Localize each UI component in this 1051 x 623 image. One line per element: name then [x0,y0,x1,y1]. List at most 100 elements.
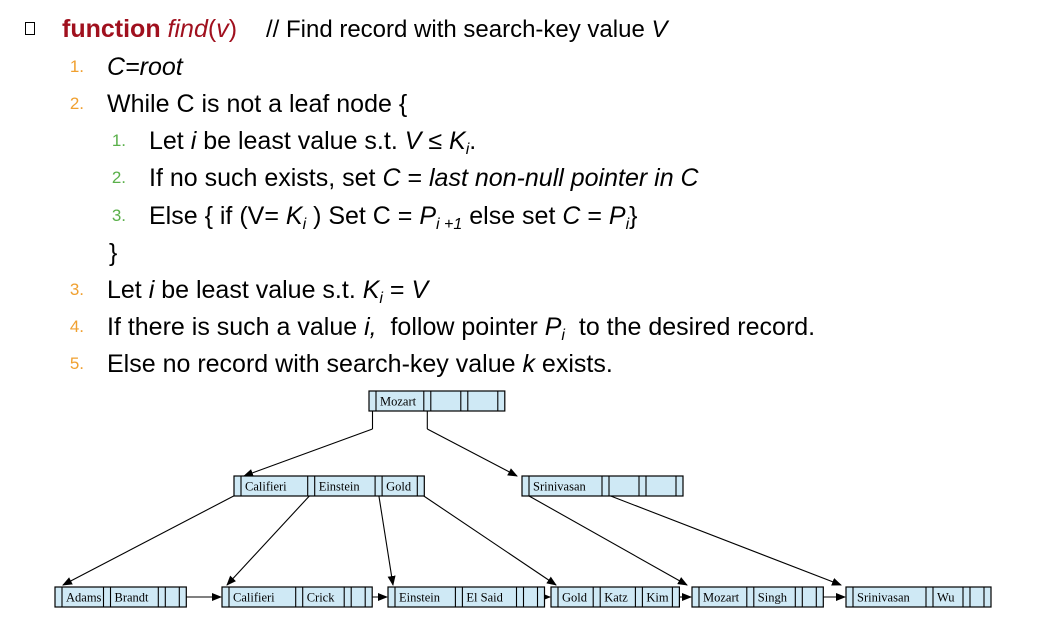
text-fragment: = [400,164,429,192]
leaf-node: Gold Katz Kim [550,586,680,608]
var-c: C [382,164,401,192]
comment: // Find record with search-key value V [266,16,668,43]
bullet-icon [25,22,35,35]
pointer-arrow [62,493,238,586]
node-key: Califieri [245,480,287,494]
text-fragment: If no such exists, set [149,164,383,192]
substep-2-text: If no such exists, set C = last non-null… [149,163,699,193]
text-fragment: = [382,276,412,304]
var-v: V [411,276,429,304]
text-fragment: . [469,127,477,155]
text-fragment: be least value s.t. [154,276,363,304]
node-key: Wu [937,591,955,605]
var-k: K [449,127,466,155]
node-key: Srinivasan [533,480,587,494]
node-key: Katz [604,591,628,605]
leaf-node: Mozart Singh [691,586,824,608]
var-i: i [148,276,155,304]
comment-prefix: // [265,16,280,43]
substep-number: 2. [111,168,126,187]
step-2-text: While C is not a leaf node { [107,90,408,118]
var-k: k [522,350,535,378]
node-key: Califieri [233,591,275,605]
text-fragment: Else no record with search-key value [107,350,523,378]
comment-text: Find record with search-key value [285,16,645,43]
pointer-arrow [378,493,396,586]
text-fragment: else set [462,202,563,230]
node-box [691,586,824,608]
var-p: P [544,313,562,341]
paren-open: ( [207,15,217,43]
step-text: C=root [107,52,183,82]
var-k: K [362,276,380,304]
le-symbol: ≤ [421,127,450,155]
var-i: i [190,127,197,155]
subscript: i [465,141,470,158]
leaf-node: Adams Brandt [54,586,187,608]
text-fragment: ) Set C = [306,202,420,230]
node-key: El Said [466,591,503,605]
function-arg: v [216,15,229,43]
node-box [54,586,187,608]
text-fragment: Else { if (V= [149,202,286,230]
root-node: Mozart [368,390,506,412]
step-5-text: Else no record with search-key value k e… [107,349,613,379]
node-box [221,586,373,608]
step-number: 5. [69,354,84,373]
node-key: Brandt [115,591,150,605]
comment-var: V [651,16,668,43]
text-fragment: = [580,202,609,230]
node-key: Mozart [703,591,740,605]
text-fragment: } [629,202,638,230]
text-fragment: to the desired record. [564,313,816,341]
pointer-arrow [605,493,842,586]
step-number: 1. [69,57,84,76]
text-fragment: Let [107,276,149,304]
function-header: function find(v) // Find record with sea… [62,14,668,45]
subscript: i [625,216,630,233]
node-key: Adams [66,591,102,605]
node-key: Srinivasan [857,591,911,605]
var-c: C [562,202,581,230]
text-fragment: follow pointer [376,313,545,341]
subscript: i [302,216,307,233]
subscript: i +1 [436,216,463,233]
node-box [550,586,680,608]
node-key: Gold [386,480,412,494]
tree-edges [62,409,846,601]
var-p: P [419,202,437,230]
pointer-arrow [243,428,373,477]
step-4-text: If there is such a value i, follow point… [107,312,816,344]
step-number: 4. [69,317,84,336]
substep-3-text: Else { if (V= Ki ) Set C = Pi +1 else se… [149,201,638,233]
node-key: Einstein [319,480,361,494]
closing-brace: } [109,239,118,267]
node-key: Kim [646,591,669,605]
text-fragment: exists. [534,350,613,378]
node-key: Crick [307,591,336,605]
function-name: find [167,15,208,43]
var-p: P [608,202,626,230]
substep-number: 1. [111,131,126,150]
text-fragment: If there is such a value [107,313,365,341]
text-fragment: be least value s.t. [196,127,405,155]
var-i: i, [364,313,377,341]
var-k: K [285,202,303,230]
subscript: i [379,290,383,307]
pointer-arrow [420,493,557,586]
pointer-arrow [525,493,688,586]
node-key: Singh [758,591,788,605]
node-key: Einstein [399,591,441,605]
node-key: Mozart [380,395,417,409]
node-box [845,586,992,608]
text-fragment: Let [149,127,191,155]
node-box [387,586,546,608]
leaf-node: Srinivasan Wu [845,586,992,608]
function-keyword: function [62,15,161,43]
internal-node: Califieri Einstein Gold [233,475,425,497]
pointer-arrow [226,493,312,586]
step-number: 2. [69,94,84,113]
node-key: Gold [562,591,588,605]
